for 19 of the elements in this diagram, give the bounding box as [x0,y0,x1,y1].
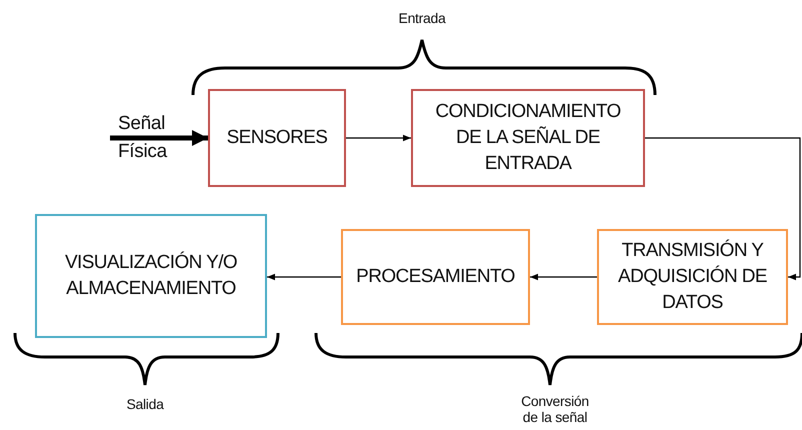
process-box [411,89,645,187]
process-box [597,229,788,325]
arrow [346,134,411,142]
arrow [110,130,208,146]
process-box [35,214,267,338]
edge-label: Señal Física [118,112,168,164]
box-label: PROCESAMIENTO [356,266,515,287]
box-label: SENSORES [226,127,328,148]
bracket-label: Salida [125,396,165,412]
box-label: TRANSMISIÓN Y ADQUISICIÓN DE DATOS [618,240,767,313]
bracket-label: Conversión de la señal [520,393,590,425]
bracket-label: Entrada [398,10,447,26]
arrow [645,137,801,280]
process-box [341,229,530,325]
box-label: VISUALIZACIÓN Y/O ALMACENAMIENTO [64,252,238,299]
process-box [208,89,346,187]
arrow [530,274,597,280]
box-label: CONDICIONAMIENTO DE LA SEÑAL DE ENTRADA [435,101,621,174]
arrow [267,274,341,280]
